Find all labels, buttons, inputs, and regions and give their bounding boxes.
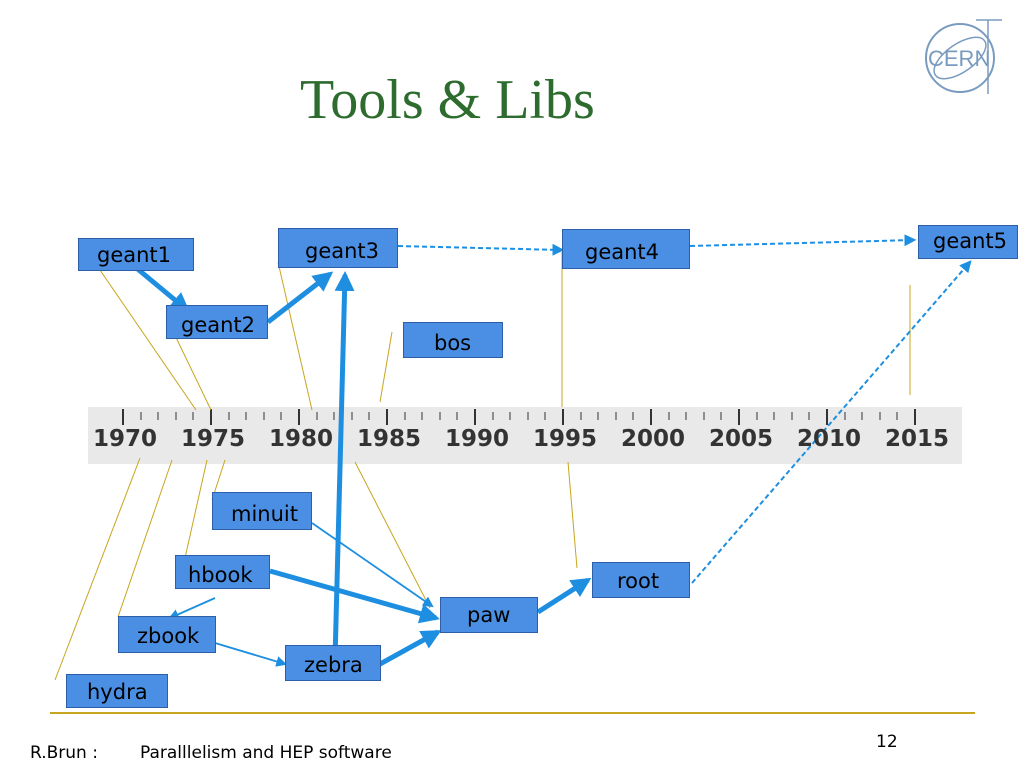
node-paw[interactable]: paw xyxy=(440,597,538,633)
footer-rule xyxy=(50,712,975,714)
year-2010: 2010 xyxy=(797,426,862,452)
node-geant4[interactable]: geant4 xyxy=(562,229,690,269)
year-2005: 2005 xyxy=(709,426,774,452)
node-label: zebra xyxy=(304,653,363,677)
cern-logo-icon: CERN xyxy=(925,19,1002,94)
node-label: hbook xyxy=(188,563,253,587)
node-label: geant2 xyxy=(181,313,256,337)
year-1970: 1970 xyxy=(93,426,158,452)
node-label: geant3 xyxy=(305,239,380,263)
node-geant2[interactable]: geant2 xyxy=(166,305,268,339)
node-zbook[interactable]: zbook xyxy=(118,616,216,653)
footer-talk-title: Paralllelism and HEP software xyxy=(140,743,392,763)
page-number: 12 xyxy=(876,732,898,752)
node-label: geant5 xyxy=(933,229,1008,253)
node-zebra[interactable]: zebra xyxy=(285,645,381,681)
year-1985: 1985 xyxy=(357,426,422,452)
node-minuit[interactable]: minuit xyxy=(212,492,312,530)
evolution-arrows xyxy=(132,264,592,667)
slide-title: Tools & Libs xyxy=(300,69,595,131)
year-1990: 1990 xyxy=(445,426,510,452)
node-root[interactable]: root xyxy=(592,562,690,598)
node-label: root xyxy=(617,569,660,593)
year-1995: 1995 xyxy=(533,426,598,452)
node-label: minuit xyxy=(231,502,298,526)
year-2000: 2000 xyxy=(621,426,686,452)
year-2015: 2015 xyxy=(885,426,950,452)
node-label: geant1 xyxy=(97,243,172,267)
node-geant3[interactable]: geant3 xyxy=(278,228,398,268)
footer-author: R.Brun : xyxy=(30,743,98,763)
node-label: paw xyxy=(467,603,511,627)
node-label: hydra xyxy=(87,680,148,704)
svg-text:CERN: CERN xyxy=(928,46,990,71)
node-bos[interactable]: bos xyxy=(403,322,503,358)
year-1980: 1980 xyxy=(269,426,334,452)
timeline-ticks xyxy=(122,409,916,425)
timeline-axis xyxy=(88,407,962,464)
dashed-arrows xyxy=(397,234,972,584)
node-label: geant4 xyxy=(585,240,660,264)
node-hbook[interactable]: hbook xyxy=(175,555,270,589)
node-hydra[interactable]: hydra xyxy=(66,674,168,708)
node-geant1[interactable]: geant1 xyxy=(78,238,194,271)
node-geant5[interactable]: geant5 xyxy=(918,225,1018,259)
year-1975: 1975 xyxy=(181,426,246,452)
node-label: zbook xyxy=(137,624,200,648)
node-label: bos xyxy=(434,331,472,355)
